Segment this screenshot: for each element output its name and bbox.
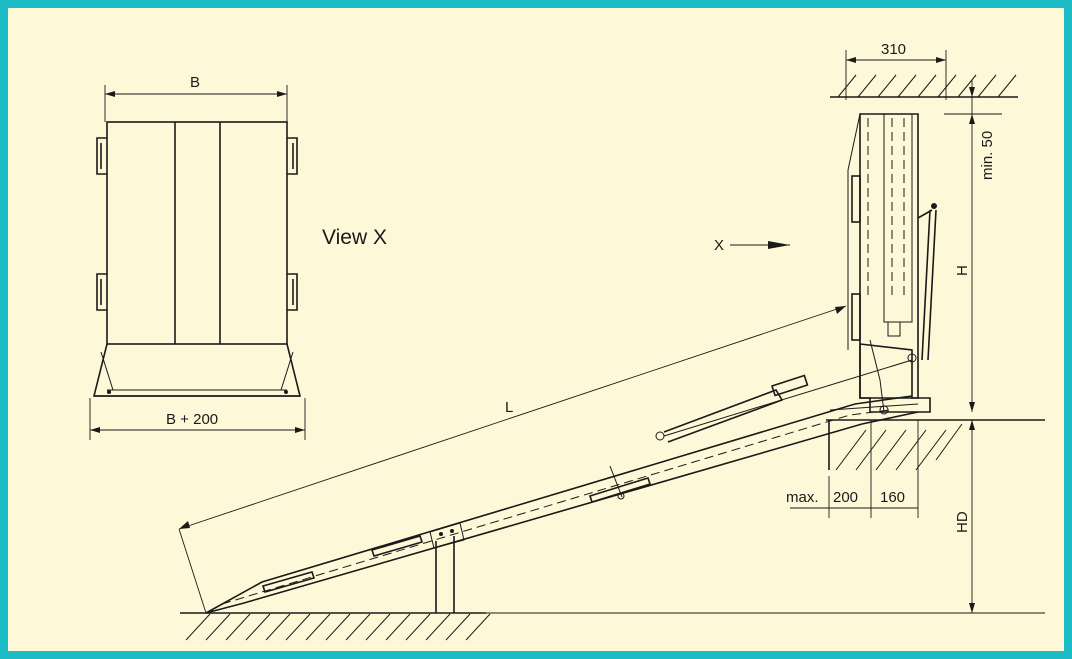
ramp-technical-drawing: B B + 200 View X X	[89, 41, 1045, 641]
dim-h-label: H	[954, 265, 971, 276]
view-x-label: View X	[322, 226, 387, 249]
dim-160-label: 160	[880, 489, 905, 506]
side-view: 310 min. 50 H	[178, 41, 1045, 641]
view-direction-arrow: X	[714, 237, 790, 254]
dim-b-plus-200-label: B + 200	[166, 411, 218, 428]
dim-310-label: 310	[881, 41, 906, 58]
dim-min-50-label: min. 50	[979, 131, 996, 180]
deployed-ramp: L	[178, 305, 919, 614]
front-view: B B + 200	[89, 74, 306, 440]
direction-x-label: X	[714, 237, 724, 254]
dim-hd-label: HD	[954, 511, 971, 533]
drawing-frame: B B + 200 View X X	[8, 8, 1064, 651]
dim-200-label: 200	[833, 489, 858, 506]
dim-max-label: max.	[786, 489, 819, 506]
dim-l-label: L	[505, 399, 513, 416]
dim-b-label: B	[190, 74, 200, 91]
